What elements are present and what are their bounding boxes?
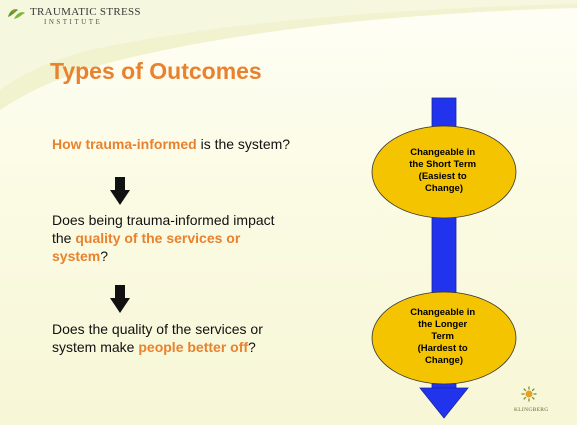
longer-term-line: Change) (425, 355, 463, 366)
header-swoosh (0, 0, 577, 110)
question-1-rest: is the system? (196, 136, 291, 152)
klingberg-logo: KLINGBERG (514, 386, 549, 413)
down-arrow-icon (110, 285, 130, 313)
longer-term-line: Term (431, 331, 454, 342)
short-term-line: (Easiest to (419, 171, 467, 182)
question-3-prefix: Does the quality of the services or syst… (52, 321, 263, 355)
question-1-highlight: How trauma-informed (52, 136, 197, 152)
question-3-highlight: people better off (138, 339, 249, 355)
continuum-arrow-head-icon (419, 387, 469, 419)
longer-term-oval-label: Changeable in the Longer Term (Hardest t… (410, 307, 478, 366)
short-term-line: Change) (425, 183, 463, 194)
traumatic-stress-institute-logo: TRAUMATIC STRESS INSTITUTE (6, 7, 141, 26)
short-term-line: Changeable in (410, 147, 475, 158)
short-term-oval (371, 125, 517, 219)
down-arrow-icon (110, 177, 130, 205)
short-term-oval-label: Changeable in the Short Term (Easiest to… (409, 147, 479, 194)
short-term-line: the Short Term (409, 159, 476, 170)
question-2-prefix: Does being trauma-informed impact the (52, 212, 275, 246)
outcome-continuum-diagram: Changeable in the Short Term (Easiest to… (371, 97, 517, 419)
question-1: How trauma-informed is the system? (52, 135, 292, 153)
slide-title: Types of Outcomes (50, 58, 262, 84)
question-3-suffix: ? (248, 339, 256, 355)
longer-term-line: Changeable in (410, 307, 475, 318)
longer-term-line: the Longer (418, 319, 467, 330)
question-2: Does being trauma-informed impact the qu… (52, 211, 292, 265)
sun-flower-icon (521, 386, 537, 402)
logo-line1: TRAUMATIC STRESS (30, 6, 141, 18)
question-2-highlight: quality of the services or system (52, 230, 241, 264)
longer-term-line: (Hardest to (418, 343, 468, 354)
logo-line2: INSTITUTE (44, 18, 103, 26)
question-3: Does the quality of the services or syst… (52, 320, 292, 356)
klingberg-logo-text: KLINGBERG (514, 407, 549, 413)
leaf-logo-icon (8, 9, 25, 19)
question-2-suffix: ? (100, 248, 109, 264)
longer-term-oval (371, 291, 517, 385)
